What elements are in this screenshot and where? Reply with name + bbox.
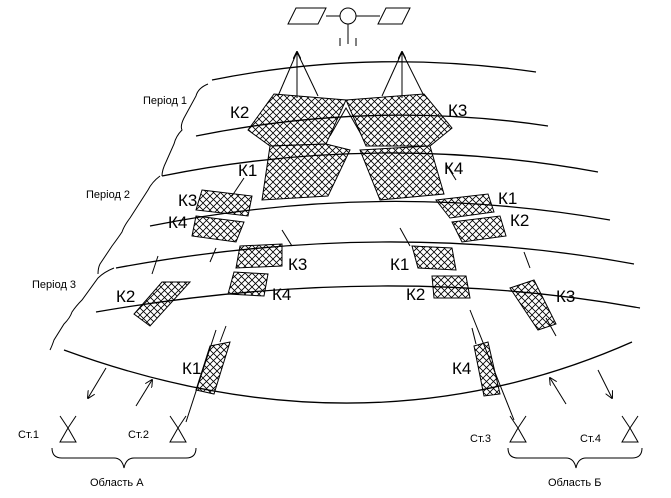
- satellite-icon: [287, 7, 411, 46]
- region-p2-k4: [191, 215, 245, 243]
- channel-label: К1: [498, 189, 517, 208]
- channel-label: К4: [168, 213, 187, 232]
- channel-label: К2: [510, 211, 529, 230]
- region-p1b-k4: [359, 145, 445, 201]
- area-label: Область А: [90, 477, 144, 489]
- region-p2-k3: [195, 189, 253, 217]
- beam-gap-triangle: [329, 106, 363, 137]
- area-a-brace: [51, 447, 197, 469]
- region-p3-k2: [133, 281, 192, 327]
- period-braces: [49, 83, 209, 351]
- region-p3-k3: [509, 279, 557, 331]
- station-label: Ст.2: [128, 429, 149, 441]
- area-b-brace: [507, 447, 643, 469]
- period-2-label: Період 2: [86, 189, 130, 201]
- region-p3b-k1: [195, 341, 231, 395]
- region-p1b-k1: [261, 143, 351, 201]
- region-p2c-k4: [227, 271, 269, 297]
- region-p1-k2: [247, 93, 347, 147]
- station-label: Ст.1: [18, 429, 39, 441]
- channel-label: К1: [390, 255, 409, 274]
- antenna-st1-icon: [59, 415, 77, 443]
- channel-label: К3: [178, 191, 197, 210]
- channel-label: К4: [444, 159, 463, 178]
- tick-lines: [151, 163, 557, 345]
- region-p2c-k3: [235, 243, 283, 269]
- antenna-st3-icon: [509, 415, 527, 443]
- period-1-label: Період 1: [143, 95, 187, 107]
- channel-label: К3: [288, 255, 307, 274]
- channel-label: К3: [556, 287, 575, 306]
- channel-label: К1: [182, 359, 201, 378]
- channel-label: К3: [448, 101, 467, 120]
- station-label: Ст.3: [470, 433, 491, 445]
- antenna-st4-icon: [621, 415, 639, 443]
- channel-label: К2: [230, 103, 249, 122]
- satellite-beam-arrows: [277, 52, 425, 98]
- region-p2c-k2: [431, 275, 471, 299]
- channel-label: К2: [116, 287, 135, 306]
- channel-label: К4: [272, 285, 291, 304]
- region-p1-k3: [345, 93, 453, 147]
- channel-label: К4: [452, 359, 471, 378]
- station-label: Ст.4: [580, 433, 601, 445]
- channel-label: К2: [406, 285, 425, 304]
- region-p2-k2: [451, 215, 507, 243]
- channel-label: К1: [238, 161, 257, 180]
- region-p2-k1: [435, 193, 495, 219]
- ground-arrows: [88, 309, 612, 423]
- area-label: Область Б: [548, 477, 601, 489]
- region-p3b-k4: [473, 341, 501, 397]
- region-p2c-k1: [411, 245, 457, 271]
- channel-regions: [133, 93, 557, 397]
- antenna-st2-icon: [169, 415, 187, 443]
- period-3-label: Період 3: [32, 279, 76, 291]
